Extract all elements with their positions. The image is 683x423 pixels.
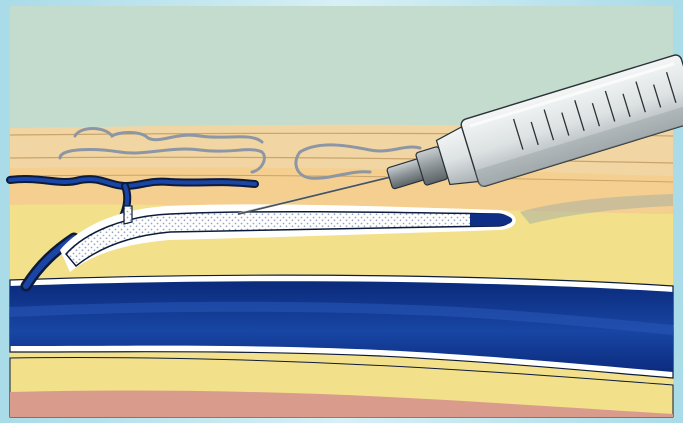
- foam-vein-stem: [124, 206, 132, 224]
- vein-tip-blood: [470, 214, 512, 227]
